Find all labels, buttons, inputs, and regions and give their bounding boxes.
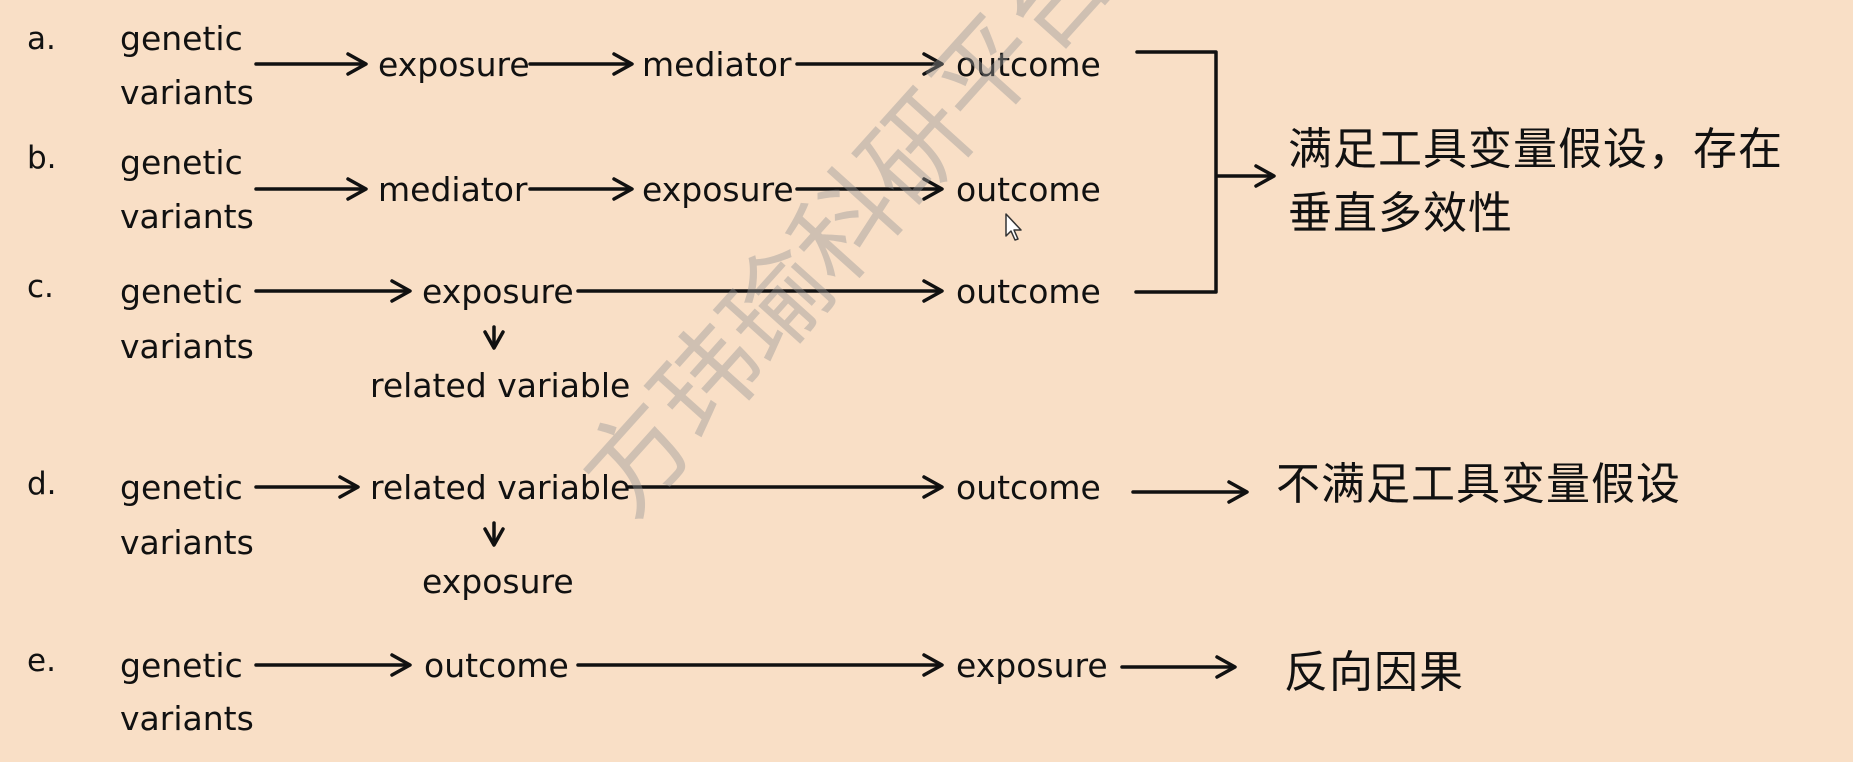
row-d-branch: exposure (422, 562, 574, 601)
row-a-arrows (254, 52, 944, 76)
row-b-step-2: exposure (642, 170, 794, 209)
row-c-step-2: outcome (956, 272, 1101, 311)
row-c-branch: related variable (370, 366, 631, 405)
row-b-source-line1: genetic (120, 143, 243, 182)
row-a-source-line2: variants (120, 73, 254, 112)
conclusion-abc-line1: 满足工具变量假设，存在 (1288, 124, 1783, 175)
row-label-a: a. (27, 21, 56, 57)
conclusion-e: 反向因果 (1284, 647, 1464, 698)
row-d-step-2: outcome (956, 468, 1101, 507)
row-e-step-1: outcome (424, 646, 569, 685)
row-b-arrows (254, 177, 944, 201)
row-d-source-line2: variants (120, 523, 254, 562)
row-c-step-1: exposure (422, 272, 574, 311)
row-d-step-1: related variable (370, 468, 631, 507)
row-b-step-1: mediator (378, 170, 528, 209)
row-b-source-line2: variants (120, 197, 254, 236)
conclusion-abc-line2: 垂直多效性 (1288, 188, 1513, 239)
row-d-source-line1: genetic (120, 468, 243, 507)
row-b-step-3: outcome (956, 170, 1101, 209)
mouse-pointer-icon (1005, 213, 1022, 241)
row-a-source-line1: genetic (120, 19, 243, 58)
row-label-e: e. (27, 643, 56, 679)
row-d-arrows (254, 475, 1249, 547)
row-a-step-2: mediator (642, 45, 792, 84)
row-c-arrows (254, 279, 944, 350)
bracket-abc (1134, 50, 1276, 294)
row-label-c: c. (27, 269, 54, 305)
row-e-arrows (254, 653, 1237, 679)
row-c-source-line2: variants (120, 327, 254, 366)
row-e-source-line1: genetic (120, 646, 243, 685)
row-e-step-2: exposure (956, 646, 1108, 685)
conclusion-d: 不满足工具变量假设 (1276, 459, 1681, 510)
row-e-source-line2: variants (120, 699, 254, 738)
row-c-source-line1: genetic (120, 272, 243, 311)
row-label-b: b. (27, 140, 57, 176)
row-a-step-3: outcome (956, 45, 1101, 84)
row-a-step-1: exposure (378, 45, 530, 84)
row-label-d: d. (27, 466, 57, 502)
